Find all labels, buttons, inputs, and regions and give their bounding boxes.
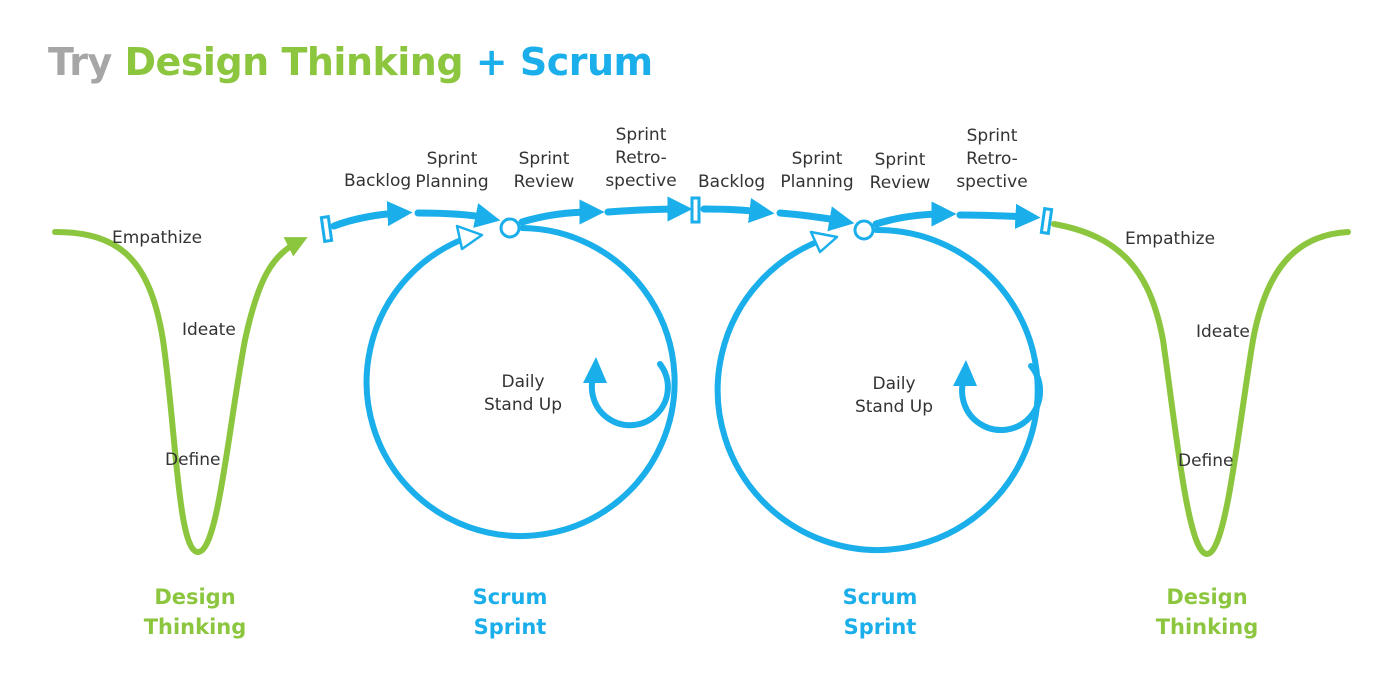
caption-design-right-line1: Design — [1166, 585, 1247, 609]
label-review-2-line2: Review — [870, 173, 931, 193]
review-node-1 — [499, 217, 521, 239]
scrum-sprint-2-group: Backlog Sprint Planning Sprint Review Sp… — [698, 126, 1054, 639]
label-daily-1-line1: Daily — [501, 372, 544, 392]
arrow-retro-to-end-2 — [956, 203, 1041, 229]
label-planning-1-line2: Planning — [415, 172, 488, 192]
label-planning-2-line2: Planning — [780, 172, 853, 192]
caption-design-left-line2: Thinking — [144, 615, 247, 639]
arrow-backlog-to-planning-1 — [330, 201, 413, 230]
caption-scrum-1-line1: Scrum — [473, 585, 548, 609]
page-title: Try Design Thinking + Scrum — [48, 40, 653, 84]
sprint-loop-1 — [363, 225, 678, 539]
label-daily-1-line2: Stand Up — [484, 395, 562, 415]
caption-scrum-2-line2: Sprint — [844, 615, 917, 639]
sprint-loop-arrowhead-2 — [809, 230, 839, 254]
arrow-review-to-retro-1 — [518, 199, 605, 226]
daily-standup-arrowhead-2 — [953, 360, 977, 386]
label-review-2-line1: Sprint — [875, 150, 926, 170]
design-thinking-left-group: Empathize Ideate Define Design Thinking — [52, 228, 308, 639]
backlog-marker-1 — [319, 214, 334, 244]
arrow-planning-to-review-2 — [776, 206, 855, 232]
backlog-marker-2 — [690, 196, 701, 224]
label-planning-1-line1: Sprint — [427, 149, 478, 169]
label-backlog-2: Backlog — [698, 172, 765, 192]
backlog-marker-3 — [1039, 206, 1054, 236]
label-retro-1-line2: Retro- — [615, 148, 667, 168]
caption-design-left-line1: Design — [154, 585, 235, 609]
caption-design-right-line2: Thinking — [1156, 615, 1259, 639]
label-daily-2-line1: Daily — [872, 374, 915, 394]
arrow-retro-to-backlog-1 — [604, 196, 693, 222]
title-scrum: Scrum — [519, 40, 653, 84]
daily-standup-arrowhead-1 — [583, 357, 607, 383]
label-empathize-left: Empathize — [112, 228, 202, 248]
title-try: Try — [48, 40, 112, 84]
review-node-2 — [853, 219, 875, 241]
label-retro-1-line3: spective — [605, 171, 676, 191]
arrow-backlog-to-planning-2 — [700, 198, 775, 224]
label-ideate-right: Ideate — [1196, 322, 1250, 342]
sprint-loop-2 — [714, 226, 1041, 553]
label-retro-2-line2: Retro- — [966, 149, 1018, 169]
label-review-1-line1: Sprint — [519, 149, 570, 169]
design-thinking-right-curve — [1051, 221, 1351, 558]
label-ideate-left: Ideate — [182, 320, 236, 340]
label-daily-2-line2: Stand Up — [855, 397, 933, 417]
label-backlog-1: Backlog — [344, 171, 411, 191]
design-thinking-left-curve — [52, 229, 308, 556]
sprint-loop-arrowhead-1 — [455, 224, 484, 251]
caption-scrum-1-line2: Sprint — [474, 615, 547, 639]
scrum-sprint-1-group: Backlog Sprint Planning Sprint Review Sp… — [319, 125, 701, 639]
daily-standup-loop-1 — [588, 361, 671, 429]
caption-scrum-2-line1: Scrum — [843, 585, 918, 609]
label-empathize-right: Empathize — [1125, 229, 1215, 249]
label-define-left: Define — [165, 450, 221, 470]
daily-standup-loop-2 — [959, 363, 1044, 433]
title-plus: + — [475, 40, 508, 84]
arrow-planning-to-review-1 — [414, 203, 501, 228]
title-design-thinking: Design Thinking — [124, 40, 464, 84]
label-review-1-line2: Review — [514, 172, 575, 192]
label-retro-2-line1: Sprint — [967, 126, 1018, 146]
label-planning-2-line1: Sprint — [792, 149, 843, 169]
arrow-review-to-retro-2 — [872, 201, 957, 228]
label-define-right: Define — [1178, 451, 1234, 471]
design-thinking-right-group: Empathize Ideate Define Design Thinking — [1051, 221, 1351, 639]
label-retro-1-line1: Sprint — [616, 125, 667, 145]
label-retro-2-line3: spective — [956, 172, 1027, 192]
